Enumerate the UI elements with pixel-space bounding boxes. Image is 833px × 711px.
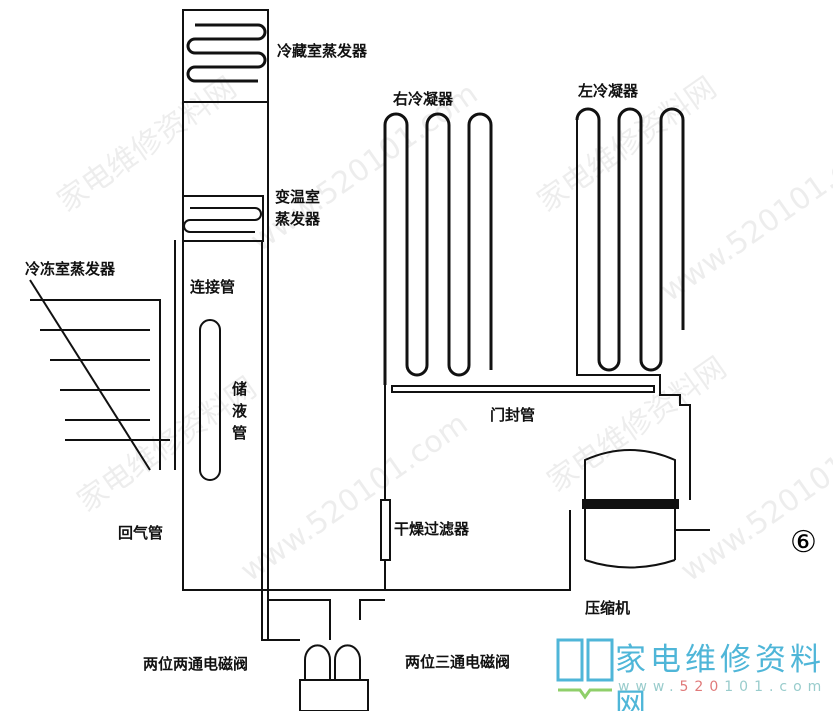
label-compressor: 压缩机 <box>585 599 631 617</box>
label-freezer-evaporator: 冷冻室蒸发器 <box>25 260 116 278</box>
label-door-seal-pipe: 门封管 <box>490 406 536 424</box>
url-prefix: www. <box>618 679 680 695</box>
label-variable-evaporator-2: 蒸发器 <box>275 210 321 228</box>
url-red: 520 <box>679 679 725 695</box>
label-connecting-pipe: 连接管 <box>190 278 236 296</box>
label-drier-filter: 干燥过滤器 <box>394 520 470 538</box>
label-return-pipe: 回气管 <box>118 524 164 542</box>
solenoid-valves <box>299 644 369 711</box>
label-left-condenser: 左冷凝器 <box>578 82 639 100</box>
figure-number: ⑥ <box>790 525 817 560</box>
drier-filter <box>380 499 391 561</box>
label-two-way-valve: 两位两通电磁阀 <box>143 655 249 673</box>
logo-url: www.520101.com <box>618 679 827 695</box>
label-fridge-evaporator: 冷藏室蒸发器 <box>277 42 368 60</box>
label-three-way-valve: 两位三通电磁阀 <box>405 653 511 671</box>
label-variable-evaporator-1: 变温室 <box>275 188 321 206</box>
fridge-evaporator <box>182 9 269 103</box>
main-loop <box>182 385 571 641</box>
right-condenser <box>383 112 655 393</box>
left-condenser <box>575 107 691 500</box>
freezer-evaporator <box>29 240 221 481</box>
vertical-pipes <box>182 102 269 640</box>
label-right-condenser: 右冷凝器 <box>393 90 454 108</box>
logo-text: 家电维修资料网 <box>615 642 825 711</box>
label-accumulator: 储液管 <box>232 380 248 442</box>
compressor <box>582 449 710 569</box>
url-suffix: 101.com <box>724 679 828 695</box>
